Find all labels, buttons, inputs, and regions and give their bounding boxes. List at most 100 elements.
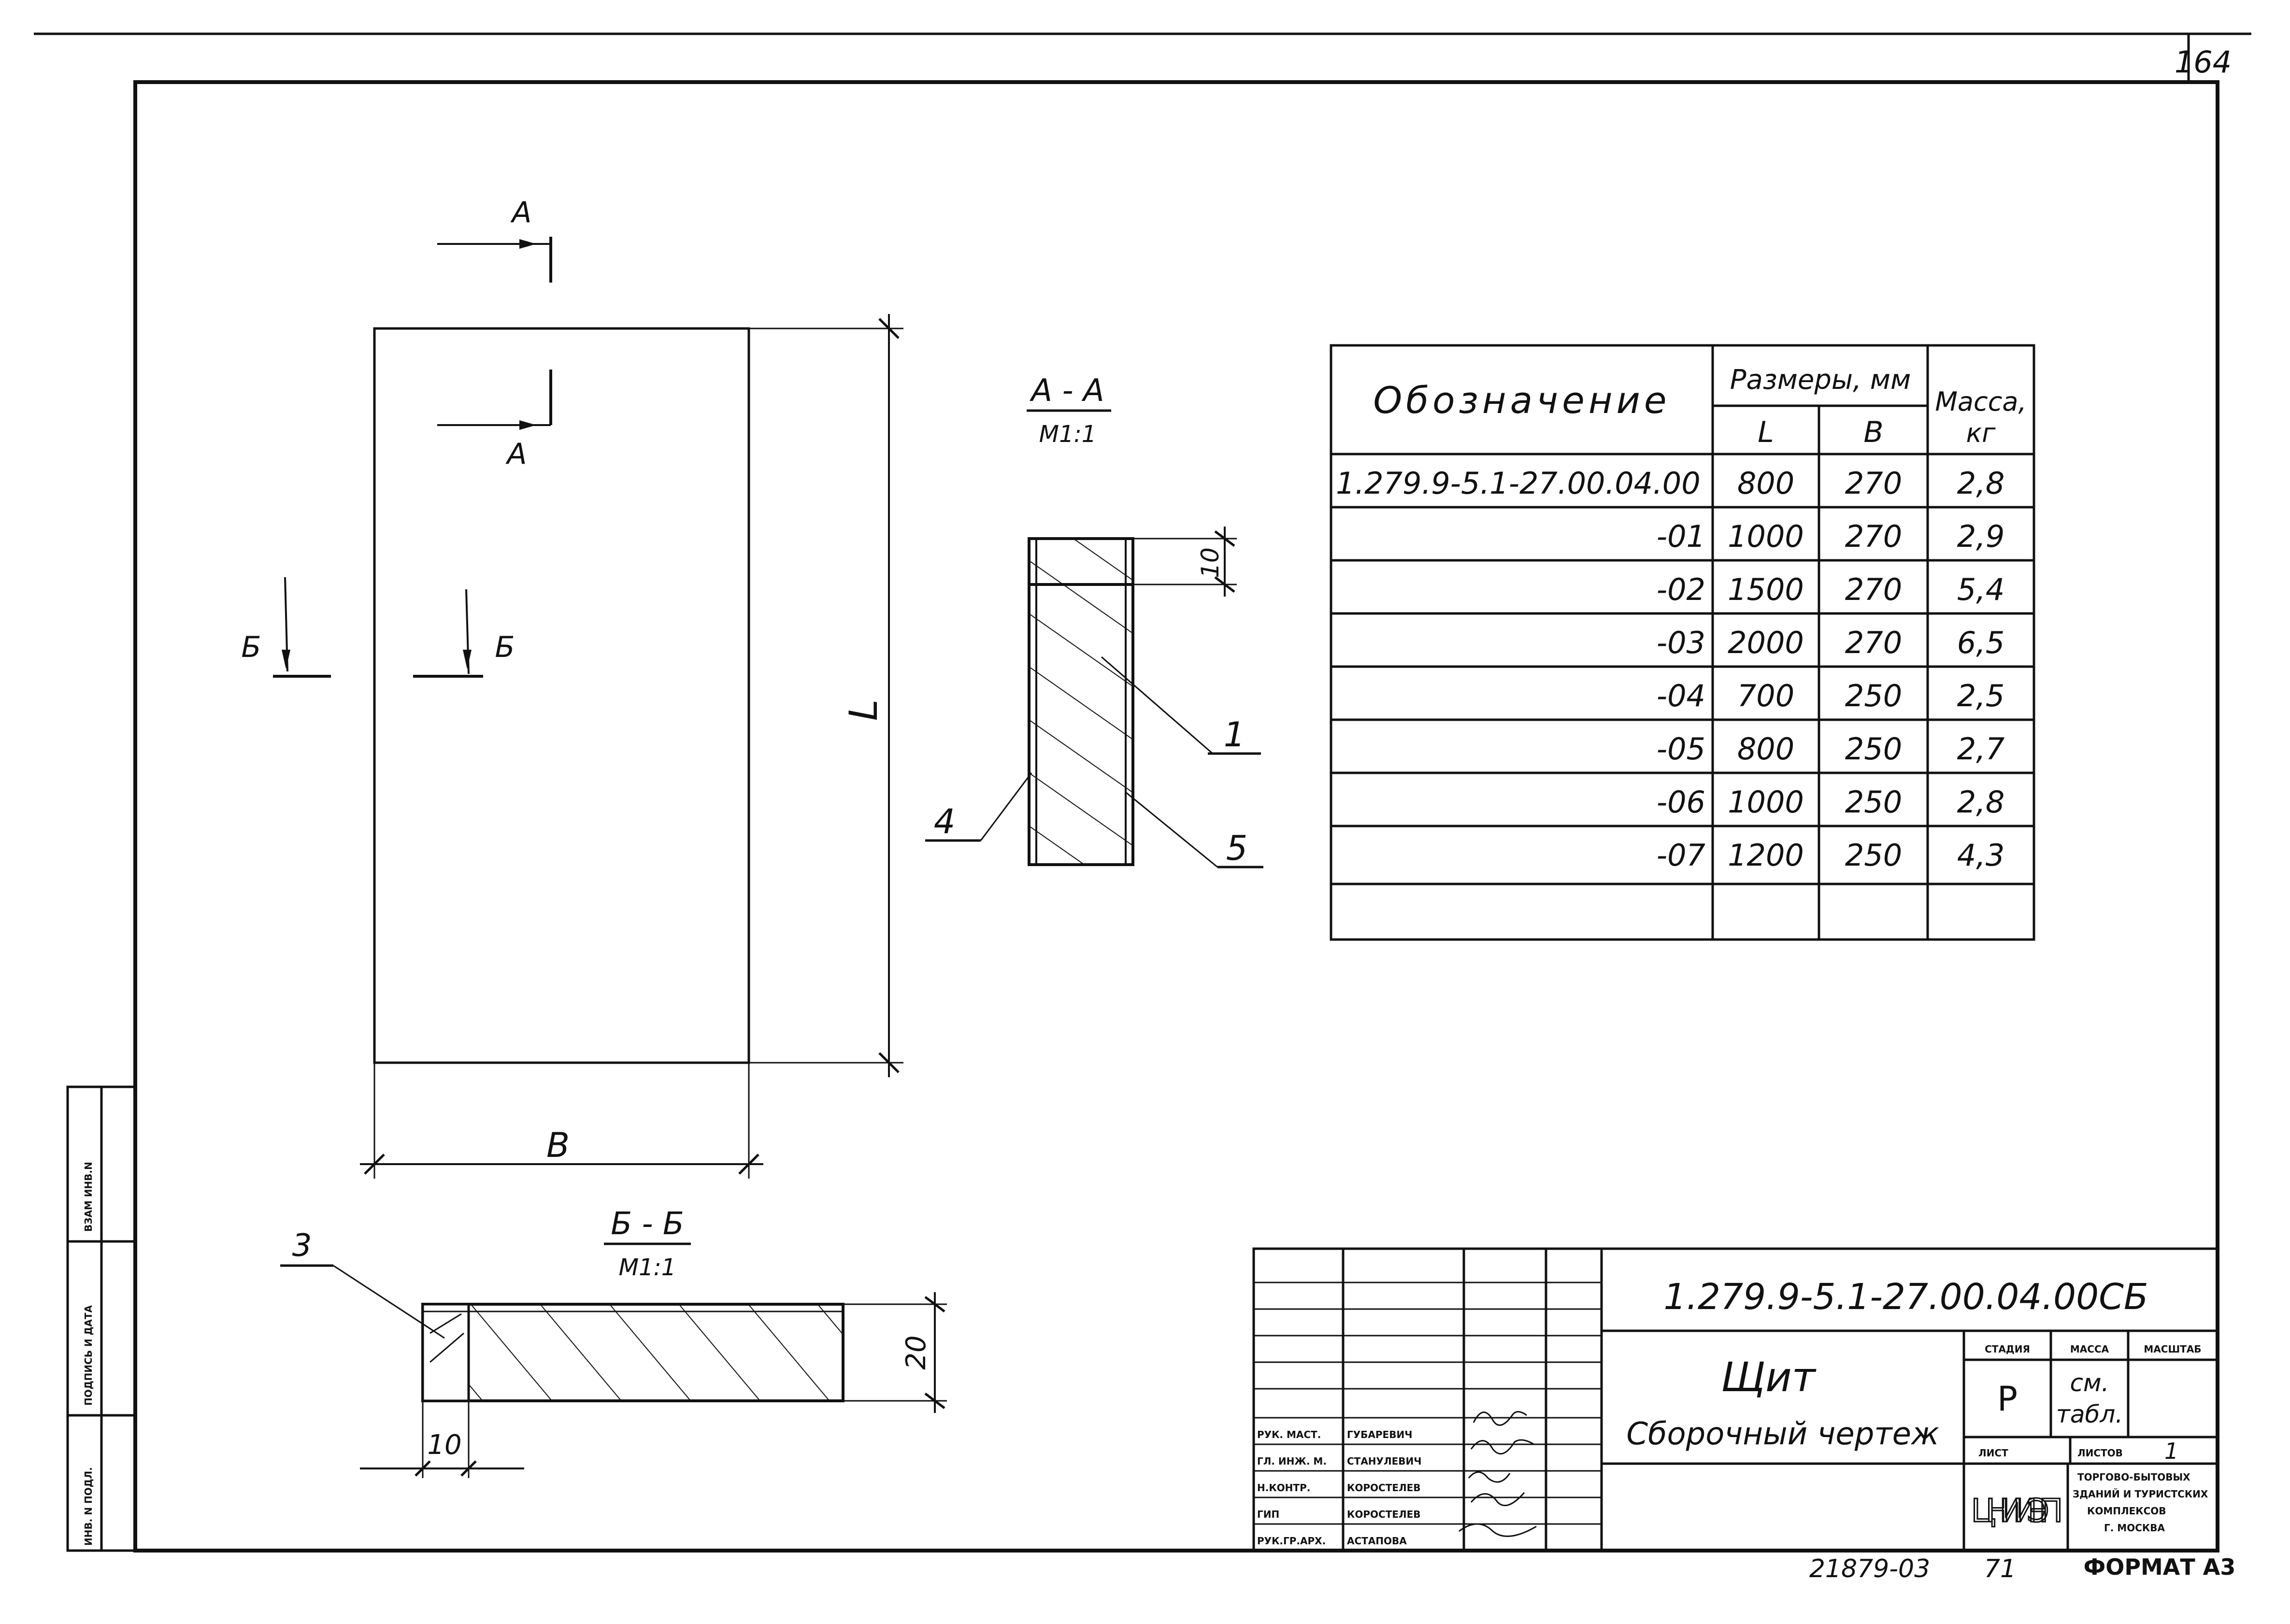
spec-cell-b: 270: [1845, 625, 1902, 660]
spec-cell-l: 1000: [1728, 519, 1804, 554]
org-line-2: ЗДАНИЙ И ТУРИСТСКИХ: [2073, 1488, 2208, 1500]
spec-cell-designation: -01: [1657, 519, 1705, 554]
section-aa-title: А - А: [1029, 373, 1104, 409]
callout-1: 1: [1224, 715, 1245, 755]
spec-header-l: L: [1758, 415, 1774, 449]
sheet-frame: [34, 32, 2251, 1553]
spec-cell-b: 250: [1845, 678, 1902, 713]
spec-table-grid: [1330, 344, 2035, 941]
spec-cell-mass: 5,4: [1957, 572, 2005, 607]
dimension-l-label: L: [841, 699, 886, 721]
spec-header-sizes: Размеры, мм: [1730, 364, 1911, 396]
org-logo: ЦНИИЭП: [1971, 1492, 2063, 1529]
footer-page: 71: [1984, 1554, 2016, 1583]
spec-cell-b: 270: [1845, 519, 1902, 554]
section-aa-scale: М1:1: [1039, 421, 1097, 448]
signature-name: КОРОСТЕЛЕВ: [1347, 1509, 1421, 1520]
spec-cell-mass: 2,5: [1957, 678, 2005, 713]
org-line-1: ТОРГОВО-БЫТОВЫХ: [2077, 1471, 2190, 1483]
signature-role: ГЛ. ИНЖ. М.: [1257, 1455, 1327, 1467]
spec-cell-l: 1000: [1728, 784, 1804, 820]
signature-name: ГУБАРЕВИЧ: [1347, 1429, 1412, 1440]
section-bb-drawing: [280, 1264, 947, 1478]
title-sheets-value: 1: [2164, 1438, 2178, 1464]
org-line-4: Г. МОСКВА: [2104, 1522, 2165, 1534]
cut-mark-b-right: Б: [495, 630, 515, 664]
cut-mark-b-left: Б: [241, 630, 261, 664]
sheet-number: 164: [2175, 44, 2232, 80]
signature-name: КОРОСТЕЛЕВ: [1347, 1482, 1421, 1494]
spec-cell-designation: -06: [1657, 784, 1705, 820]
spec-cell-designation: -05: [1657, 731, 1705, 767]
side-stamp: [66, 1085, 137, 1552]
signature-role: РУК.ГР.АРХ.: [1257, 1535, 1326, 1547]
spec-cell-b: 250: [1845, 731, 1902, 767]
spec-cell-mass: 2,8: [1957, 784, 2005, 820]
spec-header-mass-unit: кг: [1966, 418, 1996, 448]
spec-header-b: В: [1863, 415, 1883, 449]
spec-cell-designation: -02: [1657, 572, 1705, 607]
callout-3: 3: [292, 1228, 312, 1264]
spec-cell-l: 700: [1737, 678, 1794, 713]
section-bb-title: Б - Б: [611, 1206, 684, 1242]
dimension-10-horizontal: 10: [427, 1429, 461, 1461]
spec-cell-b: 270: [1845, 466, 1902, 501]
signature-rows: РУК. МАСТ. ГУБАРЕВИЧ ГЛ. ИНЖ. М. СТАНУЛЕВИЧ…: [1257, 1429, 1421, 1547]
title-mass-value-2: табл.: [2056, 1400, 2123, 1428]
spec-cell-l: 800: [1737, 731, 1794, 767]
spec-header-mass: Масса,: [1935, 386, 2026, 417]
dimension-10-vertical: 10: [1196, 547, 1224, 578]
title-stage-value: Р: [1997, 1379, 2018, 1419]
title-stage-label: СТАДИЯ: [1985, 1343, 2030, 1355]
section-bb-scale: М1:1: [619, 1254, 676, 1281]
title-doc-code: 1.279.9-5.1-27.00.04.00СБ: [1663, 1276, 2148, 1318]
title-sheets-label: ЛИСТОВ: [2077, 1447, 2123, 1459]
spec-cell-mass: 2,7: [1957, 731, 2005, 767]
spec-cell-l: 800: [1737, 466, 1794, 501]
signature-name: АСТАПОВА: [1347, 1535, 1407, 1547]
signature-role: РУК. МАСТ.: [1257, 1429, 1321, 1440]
dimension-20: 20: [901, 1335, 932, 1369]
title-subtitle: Сборочный чертеж: [1626, 1416, 1939, 1452]
dimension-b-label: В: [546, 1125, 570, 1165]
side-stamp-replace: ВЗАМ ИНВ.N: [83, 1162, 94, 1232]
side-stamp-inv: ИНВ. N ПОДЛ.: [83, 1467, 94, 1546]
footer-format: ФОРМАТ А3: [2084, 1554, 2236, 1580]
signature-role: ГИП: [1257, 1509, 1279, 1520]
title-mass-value-1: см.: [2070, 1369, 2109, 1397]
footer-archive: 21879-03: [1809, 1554, 1930, 1583]
spec-cell-mass: 6,5: [1957, 625, 2005, 660]
handwritten-signatures: [1459, 1411, 1537, 1537]
spec-cell-l: 1500: [1728, 572, 1804, 607]
spec-cell-designation: -04: [1657, 678, 1705, 713]
title-block-grid: [1252, 1247, 2219, 1552]
side-stamp-signature: ПОДПИСЬ И ДАТА: [83, 1305, 94, 1406]
section-aa-drawing: [925, 527, 1263, 869]
spec-cell-b: 250: [1845, 838, 1902, 873]
cut-mark-a-top: А: [510, 196, 531, 229]
spec-header-designation: Обозначение: [1373, 379, 1670, 422]
title-name: Щит: [1721, 1353, 1816, 1401]
callout-4: 4: [934, 802, 956, 841]
spec-cell-b: 270: [1845, 572, 1902, 607]
spec-cell-mass: 2,8: [1957, 466, 2005, 501]
panel-plan-view: [273, 237, 903, 1179]
title-mass-label: МАССА: [2070, 1343, 2109, 1355]
spec-table-rows: 1.279.9-5.1-27.00.04.00 800 270 2,8 -01 1000 2…: [1336, 466, 2004, 873]
spec-cell-mass: 2,9: [1957, 519, 2005, 554]
spec-cell-mass: 4,3: [1957, 838, 2005, 873]
spec-cell-designation: -07: [1657, 838, 1705, 873]
spec-cell-l: 2000: [1728, 625, 1804, 660]
title-sheet-label: ЛИСТ: [1978, 1447, 2008, 1459]
signature-role: Н.КОНТР.: [1257, 1482, 1310, 1494]
spec-cell-designation: -03: [1657, 625, 1705, 660]
org-line-3: КОМПЛЕКСОВ: [2087, 1505, 2166, 1517]
title-scale-label: МАСШТАБ: [2144, 1343, 2201, 1355]
cut-mark-a-bottom: А: [505, 437, 527, 471]
spec-cell-l: 1200: [1728, 838, 1804, 873]
callout-5: 5: [1226, 828, 1248, 868]
spec-cell-designation: 1.279.9-5.1-27.00.04.00: [1336, 466, 1701, 501]
spec-cell-b: 250: [1845, 784, 1902, 820]
signature-name: СТАНУЛЕВИЧ: [1347, 1455, 1421, 1467]
